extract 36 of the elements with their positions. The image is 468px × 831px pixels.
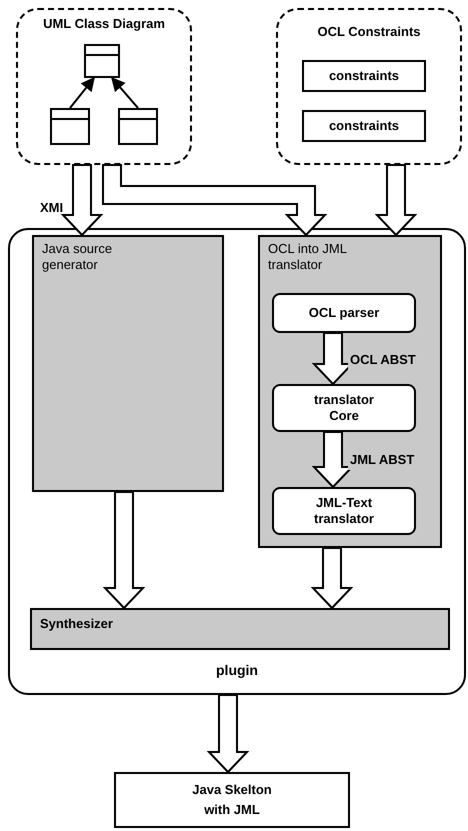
block-arrow bbox=[206, 694, 250, 774]
block-arrow bbox=[60, 164, 104, 236]
output-box bbox=[114, 772, 350, 828]
dashed-group bbox=[16, 8, 192, 165]
constraint-box bbox=[302, 110, 426, 142]
process-box bbox=[272, 487, 416, 535]
group-title: UML Class Diagram bbox=[42, 15, 166, 33]
box-label: constraints bbox=[328, 117, 400, 136]
edge-label: XMI bbox=[39, 199, 64, 217]
block-arrow bbox=[102, 164, 328, 236]
process-box bbox=[272, 384, 416, 432]
dashed-group bbox=[276, 8, 462, 165]
class-box bbox=[84, 44, 120, 78]
box-label: OCL into JML translator bbox=[268, 241, 348, 273]
box-label: translator Core bbox=[313, 392, 375, 424]
container-label: plugin bbox=[216, 661, 258, 680]
block-arrow bbox=[310, 547, 354, 610]
generalization-arrow bbox=[111, 76, 139, 109]
block-arrow bbox=[374, 164, 418, 236]
constraint-box bbox=[302, 60, 426, 92]
component-box bbox=[32, 235, 224, 492]
component-box bbox=[30, 608, 450, 650]
box-label: constraints bbox=[328, 67, 400, 86]
class-box bbox=[118, 108, 158, 145]
container-box bbox=[8, 228, 466, 695]
block-arrow bbox=[102, 491, 146, 610]
box-label: Java source generator bbox=[42, 241, 114, 273]
group-title: OCL Constraints bbox=[316, 23, 422, 41]
process-box bbox=[272, 293, 416, 333]
box-label: Synthesizer bbox=[40, 615, 114, 633]
box-label: Java Skelton with JML bbox=[191, 781, 273, 819]
component-box bbox=[258, 235, 442, 548]
generalization-arrow bbox=[69, 76, 95, 109]
box-label: JML-Text translator bbox=[313, 495, 375, 527]
class-box bbox=[50, 108, 90, 145]
box-label: OCL parser bbox=[308, 304, 380, 322]
